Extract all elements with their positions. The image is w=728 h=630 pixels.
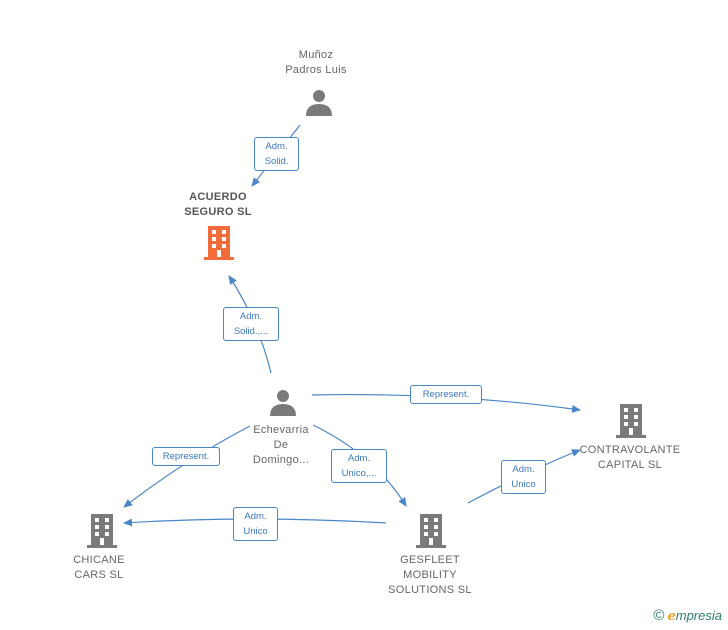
node-label-acuerdo[interactable]: ACUERDO SEGURO SL (184, 191, 252, 218)
brand-name: mpresia (675, 608, 722, 623)
building-icon (616, 404, 646, 438)
building-icon-main (204, 226, 234, 260)
node-label-contravolante[interactable]: CONTRAVOLANTE CAPITAL SL (579, 444, 681, 471)
building-icon (416, 514, 446, 548)
person-icon (270, 390, 296, 416)
person-icon (306, 90, 332, 116)
edge-label-gesfleet-contravolante: Adm. Unico (501, 460, 546, 494)
node-label-chicane[interactable]: CHICANE CARS SL (73, 554, 125, 581)
building-icon (87, 514, 117, 548)
node-label-echevarria[interactable]: Echevarria De Domingo... (252, 424, 310, 466)
brand-logo: ©empresia (653, 607, 722, 624)
brand-initial: e (667, 609, 676, 624)
edge-label-echevarria-chicane: Represent. (152, 447, 220, 466)
edge-label-gesfleet-chicane: Adm. Unico (233, 507, 278, 541)
copyright-icon: © (653, 607, 665, 624)
node-label-gesfleet[interactable]: GESFLEET MOBILITY SOLUTIONS SL (388, 554, 472, 596)
node-label-munoz[interactable]: Muñoz Padros Luis (285, 49, 347, 76)
edge-label-echevarria-acuerdo: Adm. Solid.,... (223, 307, 279, 341)
edge-label-echevarria-gesfleet: Adm. Unico,... (331, 449, 387, 483)
edge-label-echevarria-contravolante: Represent. (410, 385, 482, 404)
edge-label-munoz-acuerdo: Adm. Solid. (254, 137, 299, 171)
